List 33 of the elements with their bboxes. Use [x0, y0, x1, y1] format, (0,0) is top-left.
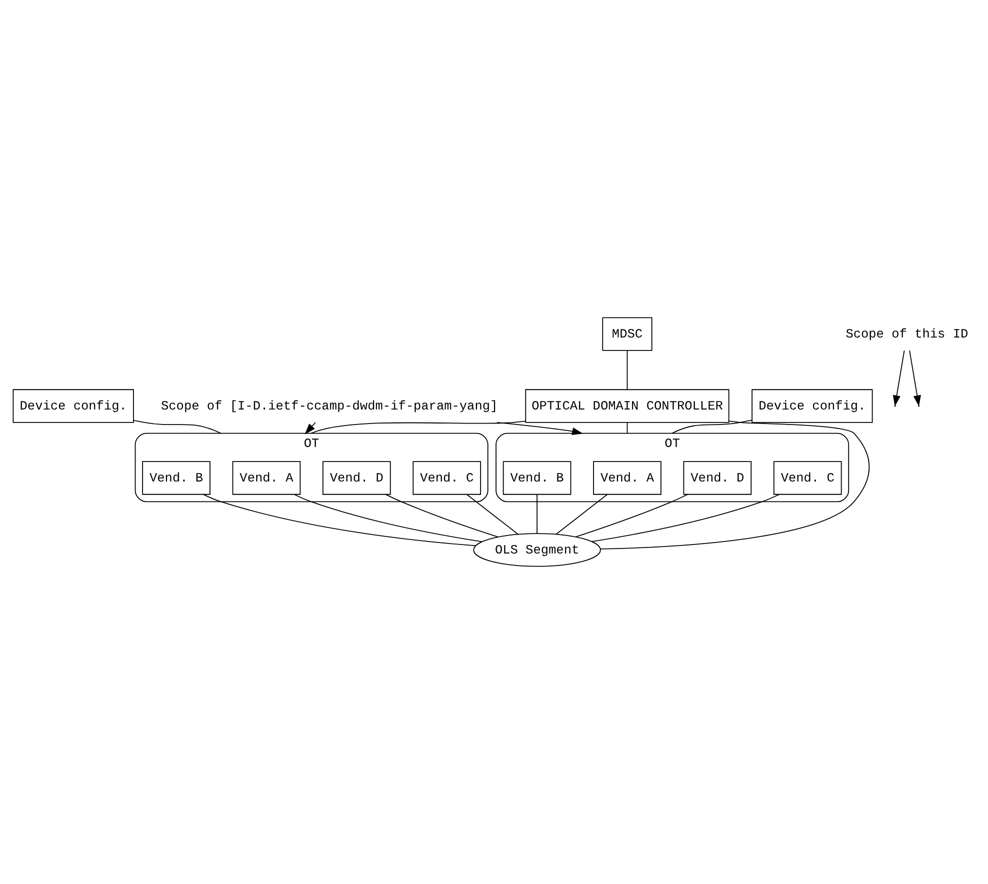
connector [556, 494, 608, 535]
connector [575, 494, 688, 538]
connector [310, 420, 526, 434]
node-box: Vend. D [683, 461, 752, 495]
arrow [892, 350, 905, 406]
node-box: MDSC [602, 317, 652, 351]
arrow [496, 422, 584, 436]
node-text: Scope of [I-D.ietf-ccamp-dwdm-if-param-yang] [161, 398, 498, 414]
arrow [304, 422, 316, 434]
node-box: Device config. [752, 389, 873, 423]
node-box: Device config. [12, 389, 134, 423]
node-box: OPTICAL DOMAIN CONTROLLER [525, 389, 730, 423]
connector [294, 494, 483, 542]
node-box: Vend. C [773, 461, 842, 495]
connector [385, 494, 498, 538]
connector [466, 494, 518, 535]
connector [600, 420, 870, 550]
node-box: Vend. C [412, 461, 482, 495]
node-box: Vend. A [232, 461, 301, 495]
connector [536, 494, 538, 534]
node-box: Vend. D [322, 461, 391, 495]
connector [591, 494, 780, 542]
connector [202, 494, 476, 546]
arrow [909, 350, 921, 406]
connector [626, 422, 628, 434]
connector [626, 350, 628, 390]
node-box: Vend. B [142, 461, 210, 495]
node-ellipse: OLS Segment [473, 533, 601, 567]
node-text: Scope of this ID [846, 326, 968, 342]
connector [671, 420, 752, 434]
node-box: Vend. A [593, 461, 662, 495]
connector [133, 420, 222, 434]
node-box: Vend. B [502, 461, 572, 495]
